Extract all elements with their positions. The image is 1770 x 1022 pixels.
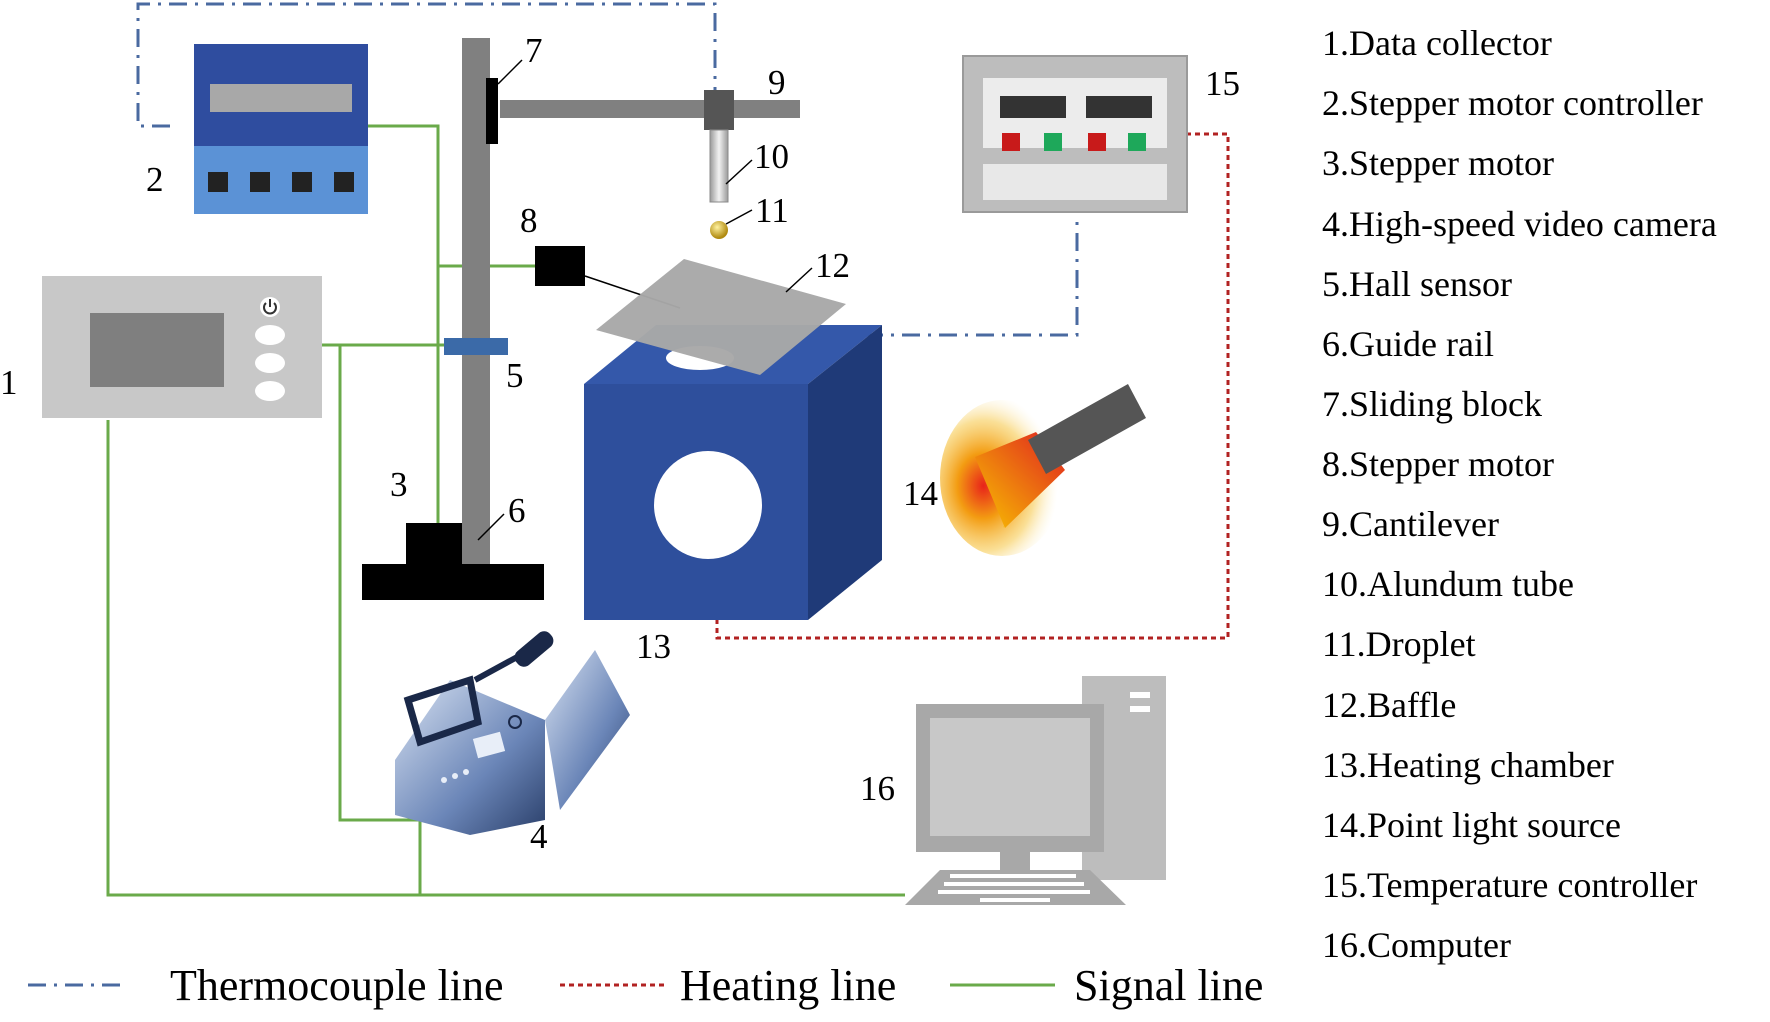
- data-collector-button: [255, 353, 285, 373]
- component-list: 1.Data collector 2.Stepper motor control…: [1322, 23, 1717, 965]
- keyboard-keys: [938, 874, 1090, 902]
- stepper-motor-3: [406, 523, 462, 569]
- callout-15: 15: [1205, 64, 1240, 103]
- callout-9: 9: [768, 63, 786, 102]
- chamber-window: [654, 451, 762, 559]
- line-legend: Thermocouple line Heating line Signal li…: [28, 961, 1263, 1010]
- temperature-controller: [962, 55, 1188, 213]
- camera-handle: [403, 675, 483, 747]
- component-label: 4.High-speed video camera: [1322, 204, 1717, 244]
- guide-rail: [462, 38, 490, 564]
- controller-key: [250, 172, 270, 192]
- component-label: 1.Data collector: [1322, 23, 1552, 63]
- signal-line-computer: [106, 420, 905, 897]
- temp-display-right: [1086, 96, 1152, 118]
- component-label: 13.Heating chamber: [1322, 745, 1614, 785]
- data-collector-button: [255, 381, 285, 401]
- data-collector-button: [255, 325, 285, 345]
- callout-numbers: 1 2 3 4 5 6 7 8 9 10 11 12 13 14 15 16: [0, 31, 1240, 856]
- thermocouple-lines: [136, 2, 1079, 337]
- callout-5: 5: [506, 356, 524, 395]
- data-collector-screen: [90, 313, 224, 387]
- stepper-motor-8: [535, 246, 585, 286]
- controller-display: [210, 84, 352, 112]
- callout-16: 16: [860, 769, 895, 808]
- signal-line-controller-motor: [368, 124, 440, 523]
- callout-12: 12: [815, 246, 850, 285]
- callout-7: 7: [525, 31, 543, 70]
- cantilever: [500, 100, 800, 118]
- cantilever-clamp: [704, 90, 734, 130]
- callout-2: 2: [146, 160, 164, 199]
- power-icon-glyph: [263, 302, 277, 315]
- component-label: 16.Computer: [1322, 925, 1511, 965]
- signal-line-camera: [338, 345, 420, 822]
- temp-button-red: [1002, 133, 1020, 151]
- heating-line: [715, 132, 1230, 640]
- component-label: 7.Sliding block: [1322, 384, 1542, 424]
- temp-button-green: [1044, 133, 1062, 151]
- callout-3: 3: [390, 465, 408, 504]
- component-label: 15.Temperature controller: [1322, 865, 1697, 905]
- component-label: 14.Point light source: [1322, 805, 1621, 845]
- legend-label-heating: Heating line: [680, 961, 896, 1010]
- hall-sensor: [444, 338, 508, 355]
- baffle: [596, 259, 846, 375]
- callout-1: 1: [0, 363, 18, 402]
- callout-13: 13: [636, 627, 671, 666]
- guide-rail-assembly: [362, 38, 800, 600]
- camera-dial: [508, 715, 522, 729]
- callout-8: 8: [520, 201, 538, 240]
- monitor-stand: [1000, 852, 1030, 870]
- computer: [905, 676, 1166, 905]
- component-label: 5.Hall sensor: [1322, 264, 1512, 304]
- callout-4: 4: [530, 817, 548, 856]
- component-label: 6.Guide rail: [1322, 324, 1494, 364]
- temp-lower-panel: [983, 164, 1167, 200]
- callout-10: 10: [754, 137, 789, 176]
- callout-11: 11: [755, 191, 789, 230]
- droplet: [710, 221, 728, 239]
- data-collector: [42, 276, 322, 418]
- alundum-tube: [709, 129, 729, 203]
- chamber-side: [808, 325, 882, 620]
- camera-lens: [545, 650, 630, 810]
- component-label: 9.Cantilever: [1322, 504, 1499, 544]
- component-label: 10.Alundum tube: [1322, 564, 1574, 604]
- legend-label-thermocouple: Thermocouple line: [170, 961, 504, 1010]
- temp-button-red: [1088, 133, 1106, 151]
- callout-6: 6: [508, 491, 526, 530]
- thermocouple-line-chamber: [865, 214, 1079, 337]
- temp-button-green: [1128, 133, 1146, 151]
- point-light-source: [940, 384, 1146, 556]
- flashlight-body: [1028, 384, 1146, 474]
- keyboard: [905, 870, 1126, 905]
- camera-mic: [514, 631, 554, 667]
- component-label: 11.Droplet: [1322, 624, 1476, 664]
- thermocouple-line-droplet: [136, 2, 717, 128]
- sliding-block: [486, 78, 498, 144]
- controller-key: [334, 172, 354, 192]
- controller-key: [208, 172, 228, 192]
- leader-lines: [477, 59, 813, 541]
- heating-chamber: [584, 325, 882, 620]
- component-label: 8.Stepper motor: [1322, 444, 1554, 484]
- high-speed-video-camera: [395, 631, 630, 835]
- callout-14: 14: [903, 474, 938, 513]
- legend-label-signal: Signal line: [1074, 961, 1263, 1010]
- component-label: 12.Baffle: [1322, 685, 1456, 725]
- temp-display-left: [1000, 96, 1066, 118]
- component-label: 2.Stepper motor controller: [1322, 83, 1703, 123]
- controller-key: [292, 172, 312, 192]
- stepper-motor-controller: [194, 44, 368, 214]
- motor-base: [362, 564, 544, 600]
- computer-screen: [930, 718, 1090, 836]
- camera-display: [472, 731, 506, 759]
- component-label: 3.Stepper motor: [1322, 143, 1554, 183]
